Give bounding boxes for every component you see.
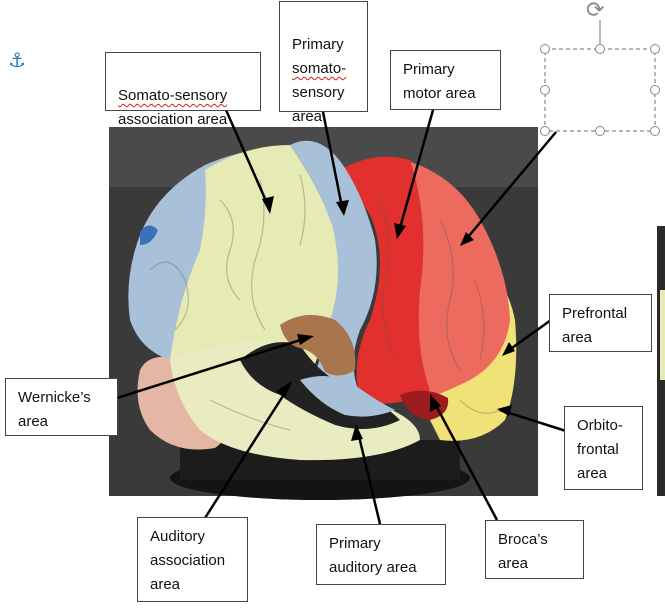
pointer-prefrontal: [504, 318, 552, 355]
arrowhead-broca: [430, 394, 441, 412]
resize-handle-bottom-left[interactable]: [540, 126, 550, 136]
label-prefrontal[interactable]: Prefrontal area: [549, 294, 652, 352]
pointer-arrowheads: [262, 196, 515, 441]
primary-motor-cortex: [340, 156, 430, 404]
pointer-primary-motor: [396, 109, 435, 236]
arrowhead-selected-box: [460, 232, 474, 246]
premotor-cortex: [405, 160, 510, 400]
label-primary-auditory[interactable]: Primary auditory area: [316, 524, 446, 585]
arrowhead-orbitofrontal: [497, 405, 512, 416]
label-wernicke[interactable]: Wernicke’s area: [5, 378, 118, 436]
pointer-selected-box: [462, 131, 557, 244]
pointer-primary-auditory: [355, 427, 382, 525]
arrowhead-primary-auditory: [351, 424, 363, 441]
wernicke-area: [280, 315, 356, 376]
resize-handle-top-right[interactable]: [650, 44, 660, 54]
pointer-wernicke: [116, 335, 311, 400]
adjacent-image-tint: [660, 290, 665, 380]
primary-auditory-cortex: [300, 376, 395, 417]
selected-text-box[interactable]: [544, 48, 656, 132]
arrowhead-prefrontal: [502, 342, 515, 356]
occipital-spot: [140, 225, 158, 245]
arrowhead-wernicke: [297, 334, 314, 345]
resize-handle-top-left[interactable]: [540, 44, 550, 54]
rotate-icon[interactable]: ⟳: [586, 0, 605, 23]
label-primary-somatosensory-line2: somato-: [292, 60, 347, 77]
arrowhead-somato-assoc: [262, 196, 274, 214]
label-somatosensory-association-line1: Somato-sensory: [118, 87, 228, 104]
primary-somatosensory-cortex: [290, 140, 377, 413]
resize-handle-bottom-right[interactable]: [650, 126, 660, 136]
label-primary-motor[interactable]: Primary motor area: [390, 50, 501, 110]
arrowhead-primary-motor: [394, 223, 406, 239]
pointer-auditory-assoc: [203, 384, 292, 519]
label-primary-somatosensory-line3: sensory: [292, 84, 345, 101]
label-somatosensory-association-line2: association area: [118, 111, 228, 128]
resize-handle-top[interactable]: [595, 44, 605, 54]
label-primary-somatosensory-line1: Primary: [292, 36, 344, 53]
broca-area: [400, 390, 449, 420]
resize-handle-left[interactable]: [540, 85, 550, 95]
anchor-icon[interactable]: ⚓: [8, 48, 26, 72]
resize-handle-bottom[interactable]: [595, 126, 605, 136]
resize-handle-right[interactable]: [650, 85, 660, 95]
label-primary-somatosensory-line4: area: [292, 108, 323, 125]
label-somatosensory-association[interactable]: Somato-sensory association area: [105, 52, 261, 128]
pointer-broca: [430, 397, 499, 521]
pointer-orbitofrontal: [499, 408, 567, 433]
pointer-somato-assoc: [224, 109, 272, 211]
label-orbitofrontal[interactable]: Orbito- frontal area: [564, 406, 643, 490]
gyri-texture: [149, 174, 501, 431]
label-auditory-association[interactable]: Auditory association area: [137, 517, 248, 602]
arrowhead-auditory-assoc: [276, 381, 292, 397]
label-primary-somatosensory[interactable]: Primary somato-sensory area: [279, 1, 368, 125]
pointer-lines: [116, 109, 567, 525]
label-broca[interactable]: Broca’s area: [485, 520, 584, 579]
arrowhead-primary-somato: [336, 200, 349, 216]
pointer-primary-somato: [321, 111, 345, 213]
